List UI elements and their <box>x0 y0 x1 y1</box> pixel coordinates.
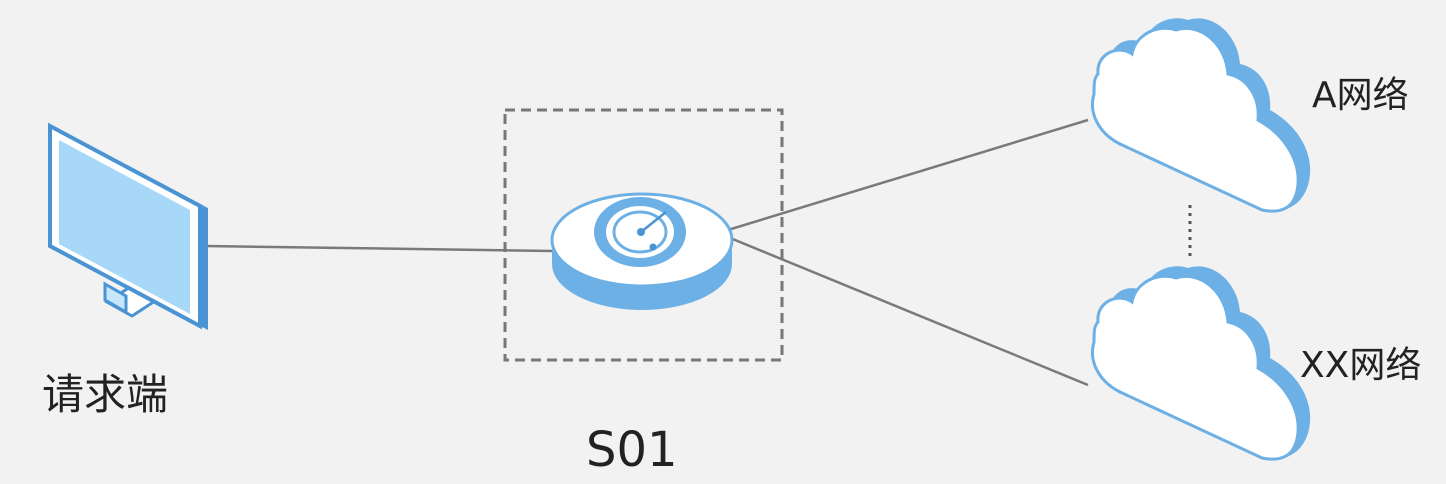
router-indicator-dot <box>649 243 657 251</box>
router-dial <box>612 210 668 254</box>
gateway-boundary-box <box>503 108 784 362</box>
monitor-stand <box>103 281 128 315</box>
monitor-icon <box>48 122 208 330</box>
router-needle <box>640 211 667 233</box>
cloud-xx-front <box>1091 274 1300 461</box>
link-gateway-to-network-xx <box>717 231 1089 387</box>
monitor-screen <box>59 140 190 314</box>
network-xx-label: XX网络 <box>1300 345 1422 386</box>
cloud-a-front <box>1091 26 1300 213</box>
network-a-label: A网络 <box>1312 75 1409 116</box>
router-icon <box>550 192 734 310</box>
client-label: 请求端 <box>42 370 169 419</box>
link-client-to-gateway <box>205 244 553 253</box>
gateway-label: S01 <box>586 422 678 478</box>
cloud-icon <box>1091 266 1311 461</box>
link-gateway-to-network-a <box>717 118 1089 235</box>
cloud-icon <box>1091 18 1311 213</box>
